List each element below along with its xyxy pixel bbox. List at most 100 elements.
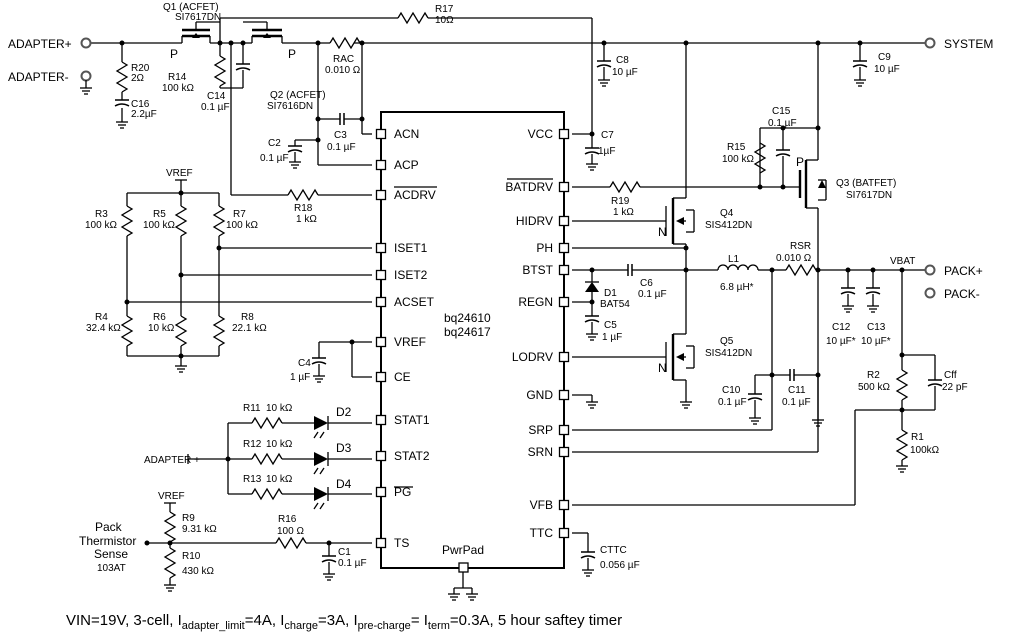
svg-text:SI7617DN: SI7617DN: [846, 190, 892, 201]
vbat-label: VBAT: [890, 256, 915, 267]
pin-acn-pad: [375, 128, 387, 140]
pin-srp-pad: [558, 424, 570, 436]
ic-pwrpad-label: PwrPad: [442, 543, 484, 557]
svg-text:1 kΩ: 1 kΩ: [613, 207, 634, 218]
svg-text:R8: R8: [241, 312, 254, 323]
svg-text:RAC: RAC: [333, 54, 354, 65]
thermistor-label-2: Thermistor: [79, 534, 136, 548]
r9-resistor: R99.31 kΩ: [182, 513, 217, 535]
svg-text:0.1 µF: 0.1 µF: [260, 153, 289, 164]
svg-text:RSR: RSR: [790, 241, 811, 252]
pin-ce-label: CE: [394, 370, 411, 384]
c2-capacitor: C2 0.1 µF: [260, 138, 289, 164]
thermistor-network: VREF Pack Thermistor Sense 103AT: [79, 491, 372, 592]
pin-iset1-pad: [375, 242, 387, 254]
iset-divider-network: VREF: [121, 168, 372, 373]
svg-text:1 kΩ: 1 kΩ: [296, 214, 317, 225]
c16-capacitor: C16 2.2µF: [114, 99, 157, 129]
svg-text:10 µF: 10 µF: [874, 64, 900, 75]
svg-text:R9: R9: [182, 513, 195, 524]
svg-text:SI7617DN: SI7617DN: [175, 12, 221, 23]
svg-text:C8: C8: [616, 55, 629, 66]
pin-btst-pad: [558, 264, 570, 276]
adapter-minus-label: ADAPTER-: [8, 70, 69, 84]
pin-hidrv-label: HIDRV: [516, 214, 553, 228]
d4-led: D4: [336, 477, 352, 491]
svg-text:C4: C4: [298, 358, 311, 369]
svg-text:C13: C13: [867, 322, 886, 333]
pin-batdrv-label: BATDRV: [505, 180, 553, 194]
pin-vcc-pad: [558, 128, 570, 140]
pin-iset2-label: ISET2: [394, 268, 428, 282]
svg-text:R6: R6: [153, 312, 166, 323]
svg-text:R2: R2: [867, 370, 880, 381]
svg-text:Q4: Q4: [720, 208, 734, 219]
vref-top-label: VREF: [166, 168, 193, 179]
svg-text:C11: C11: [788, 385, 806, 396]
svg-text:D4: D4: [336, 477, 352, 491]
c9-capacitor: C9 10 µF: [852, 40, 900, 87]
svg-text:430 kΩ: 430 kΩ: [182, 566, 214, 577]
svg-text:P: P: [288, 47, 296, 61]
svg-text:100 kΩ: 100 kΩ: [226, 220, 258, 231]
charger-ic: bq24610 bq24617 PwrPad: [380, 111, 565, 601]
sense-wiring: [572, 267, 825, 453]
svg-text:10 µF*: 10 µF*: [826, 336, 856, 347]
feedback-divider: [572, 270, 943, 506]
svg-text:0.1 µF: 0.1 µF: [768, 118, 797, 129]
bootstrap-network: [572, 263, 718, 341]
c6-capacitor: C60.1 µF: [638, 278, 667, 300]
svg-text:N: N: [658, 361, 667, 375]
svg-text:1µF: 1µF: [598, 146, 615, 157]
pin-ttc-pad: [558, 527, 570, 539]
svg-text:L1: L1: [728, 254, 740, 265]
svg-text:R3: R3: [95, 209, 108, 220]
svg-text:R4: R4: [95, 312, 108, 323]
pin-ph-label: PH: [536, 241, 553, 255]
c4-capacitor: C4 1 µF: [290, 339, 372, 383]
schematic-diagram: ADAPTER+ ADAPTER- SYSTEM R20 2Ω C16 2.2µ…: [8, 2, 993, 601]
svg-text:R18: R18: [294, 203, 313, 214]
adapter-plus-terminal: ADAPTER+: [8, 37, 92, 51]
svg-text:0.1 µF: 0.1 µF: [718, 397, 747, 408]
svg-text:100kΩ: 100kΩ: [910, 445, 940, 456]
pin-ts-label: TS: [394, 536, 409, 550]
pin-stat2-pad: [375, 450, 387, 462]
svg-text:D2: D2: [336, 405, 352, 419]
pin-hidrv-pad: [558, 215, 570, 227]
q5-mosfet: Q5 SIS412DN N: [572, 270, 752, 409]
c12-capacitor: C12 10 µF*: [826, 267, 856, 347]
c14-capacitor: C14 0.1 µF: [201, 43, 251, 113]
svg-text:R17: R17: [435, 4, 454, 15]
svg-text:PACK-: PACK-: [944, 287, 980, 301]
svg-text:0.010 Ω: 0.010 Ω: [325, 65, 361, 76]
pin-stat1-label: STAT1: [394, 413, 430, 427]
svg-text:Cff: Cff: [944, 370, 957, 381]
svg-text:C6: C6: [640, 278, 653, 289]
svg-text:R1: R1: [911, 432, 924, 443]
svg-text:C7: C7: [601, 130, 614, 141]
svg-text:1 µF: 1 µF: [602, 332, 622, 343]
r17-resistor: R17 10Ω: [397, 4, 454, 26]
batdrv-network: [572, 125, 821, 193]
svg-text:C12: C12: [832, 322, 851, 333]
pin-iset2-pad: [375, 269, 387, 281]
pin-ce-pad: [375, 371, 387, 383]
svg-text:R15: R15: [727, 142, 746, 153]
ic-name-2: bq24617: [444, 325, 491, 339]
thermistor-label-1: Pack: [95, 520, 123, 534]
svg-text:100 Ω: 100 Ω: [277, 526, 304, 537]
svg-text:C5: C5: [604, 320, 617, 331]
pin-lodrv-label: LODRV: [512, 350, 553, 364]
pin-batdrv-pad: [558, 181, 570, 193]
svg-text:Q2 (ACFET): Q2 (ACFET): [270, 90, 326, 101]
svg-text:R13: R13: [243, 474, 262, 485]
pin-gnd-pad: [558, 389, 570, 401]
